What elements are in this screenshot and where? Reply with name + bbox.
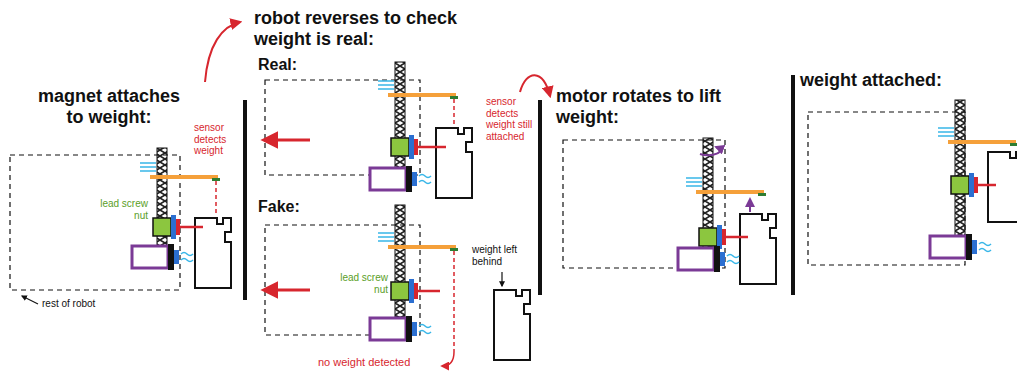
robot-panel-fake — [264, 289, 310, 292]
panel-divider — [538, 100, 542, 295]
robot-panel-fake — [501, 272, 502, 286]
panel-divider — [243, 75, 795, 300]
flow-arrow — [520, 75, 550, 96]
robot-panel-real — [264, 139, 310, 142]
panel-heading: motor rotates to lift weight: — [556, 86, 781, 127]
robot-panel-real — [436, 128, 472, 198]
robot-panel-attached — [930, 234, 991, 260]
robot-panel-fake — [442, 352, 454, 366]
robot-panel-lift — [563, 138, 776, 284]
robot-panel-1 — [215, 181, 217, 214]
sensor-note: no weight detected — [318, 356, 438, 369]
robot-panel-1 — [132, 244, 193, 270]
robot-panel-1 — [22, 296, 38, 304]
robot-panel-fake — [391, 279, 418, 303]
robot-panel-fake — [378, 233, 458, 251]
robot-panel-real — [453, 99, 455, 125]
robot-panel-lift — [726, 236, 748, 239]
robot-panel-lift — [699, 225, 726, 249]
robot-panel-real — [391, 135, 418, 159]
robot-panel-attached — [808, 100, 1017, 265]
robot-panel-lift — [678, 246, 739, 272]
robot-panel-attached — [988, 152, 1017, 222]
case-heading: Fake: — [258, 198, 318, 216]
panel-heading: magnet attaches to weight: — [30, 86, 188, 127]
robot-panel-1 — [153, 215, 180, 239]
part-label: rest of robot — [42, 298, 132, 310]
part-label: lead screw nut — [88, 198, 148, 221]
robot-panel-1 — [195, 218, 231, 288]
panel-heading: weight attached: — [800, 70, 1005, 91]
robot-panel-fake — [494, 290, 530, 360]
robot-panel-lift — [740, 214, 776, 284]
robot-panel-1 — [180, 226, 203, 229]
robot-panel-attached — [938, 128, 1017, 146]
robot-panel-fake — [370, 316, 431, 342]
part-label: lead screw nut — [328, 272, 388, 295]
sensor-note: sensor detects weight still attached — [486, 96, 538, 142]
robot-panel-attached — [951, 173, 978, 197]
robot-panel-1 — [10, 148, 231, 304]
robot-panel-attached — [978, 184, 996, 187]
robot-panel-lift — [686, 178, 766, 196]
robot-panel-fake — [418, 290, 440, 293]
panel-divider — [791, 75, 795, 295]
robot-panel-lift — [700, 147, 720, 155]
robot-panel-fake — [453, 251, 455, 352]
sensor-note: sensor detects weight — [194, 122, 242, 157]
flow-arrow — [205, 22, 240, 82]
robot-panel-real — [378, 81, 458, 99]
weight-note: weight left behind — [472, 244, 534, 267]
robot-panel-real — [370, 166, 431, 192]
case-heading: Real: — [258, 56, 318, 74]
robot-panel-real — [418, 146, 446, 149]
robot-panel-attached — [955, 100, 965, 236]
panel-heading: robot reverses to check weight is real: — [254, 8, 476, 49]
robot-panel-lift — [749, 199, 751, 212]
robot-panel-1 — [140, 163, 220, 181]
robot-panel-fake — [264, 205, 530, 366]
robot-panel-real — [264, 62, 472, 198]
panel-divider — [243, 100, 247, 300]
